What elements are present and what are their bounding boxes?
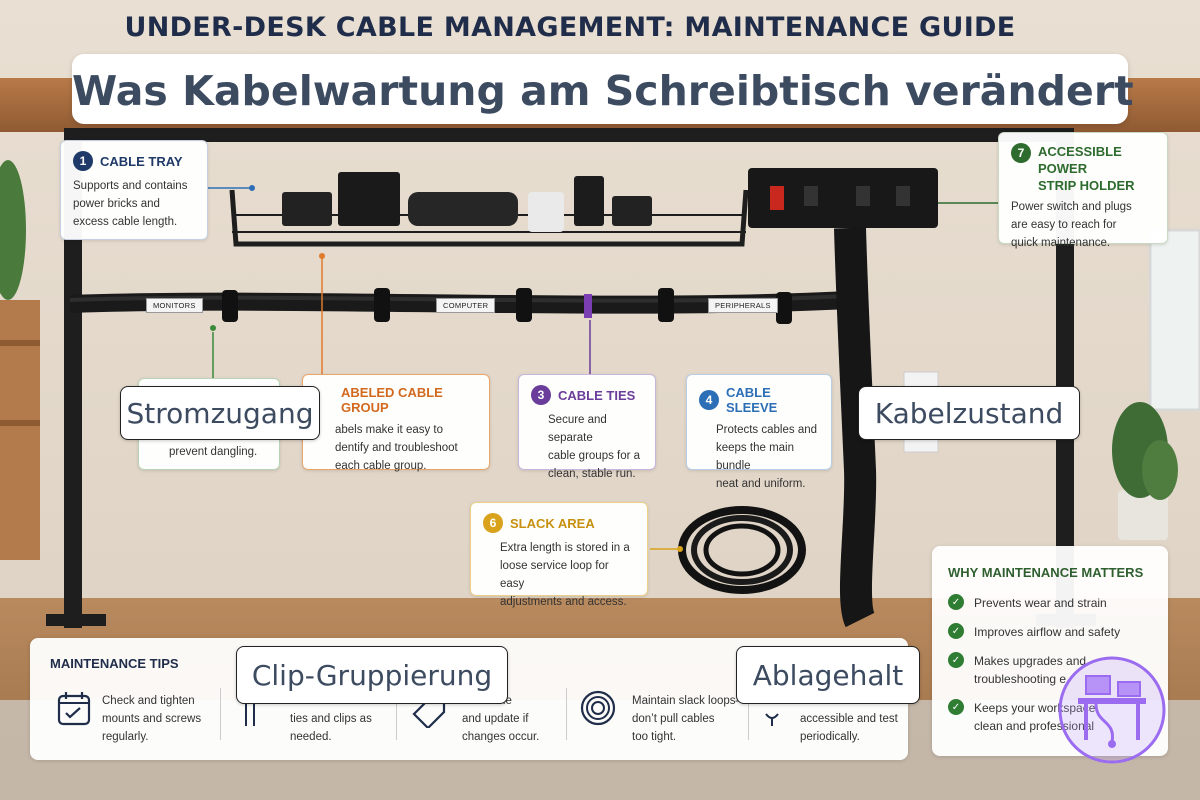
why-line: Prevents wear and strain (974, 596, 1107, 610)
tip-divider (396, 688, 397, 740)
callout-body: abels make it easy to dentify and troubl… (315, 421, 477, 475)
callout-cable-sleeve: 4 CABLE SLEEVE Protects cables and keeps… (686, 374, 832, 490)
callout-cable-ties: 3 CABLE TIES Secure and separate cable g… (518, 374, 656, 480)
callout-line: are easy to reach for (1011, 219, 1117, 231)
callout-line: Power switch and plugs (1011, 201, 1132, 213)
cable-tag-monitors: MONITORS (146, 298, 203, 313)
tip-item: accessible and test periodically. (762, 688, 902, 748)
callout-body: Power switch and plugs are easy to reach… (1011, 198, 1155, 252)
tip-line: and update if (462, 713, 529, 725)
tip-item: Maintain slack loops— don’t pull cables … (578, 688, 768, 748)
overlay-label-stromzugang[interactable]: Stromzugang (120, 386, 320, 440)
callout-number: 3 (531, 385, 551, 405)
tip-divider (748, 688, 749, 740)
callout-body: Secure and separate cable groups for a c… (531, 411, 643, 483)
coiled-cable-icon (580, 690, 616, 726)
check-icon: ✓ (948, 699, 964, 715)
callout-line: loose service loop for easy (500, 560, 609, 590)
title-banner: Was Kabelwartung am Schreibtisch verände… (72, 54, 1134, 124)
tip-line: don’t pull cables (632, 713, 715, 725)
callout-line: dentify and troubleshoot (335, 442, 458, 454)
banner-title: Was Kabelwartung am Schreibtisch verände… (72, 67, 1134, 115)
why-item: ✓ Improves airflow and safety (948, 623, 1120, 641)
why-maintenance-panel: WHY MAINTENANCE MATTERS ✓ Prevents wear … (932, 546, 1168, 756)
callout-line: prevent dangling. (169, 446, 258, 458)
tip-line: regularly. (102, 731, 149, 743)
cable-tag-peripherals: PERIPHERALS (708, 298, 778, 313)
check-icon: ✓ (948, 652, 964, 668)
tip-line: needed. (290, 731, 332, 743)
main-title: UNDER-DESK CABLE MANAGEMENT: MAINTENANCE… (124, 12, 1016, 43)
callout-body: Supports and contains power bricks and e… (73, 177, 195, 231)
callout-line: Secure and separate (548, 414, 607, 444)
tip-text: Check and tighten mounts and screws regu… (102, 692, 201, 746)
callout-body: Extra length is stored in a loose servic… (483, 539, 635, 611)
overlay-label-ablagehalt[interactable]: Ablagehalt (736, 646, 920, 704)
tip-item: ties and clips as needed. (236, 688, 416, 748)
tip-line: ties and clips as (290, 713, 372, 725)
callout-number: 1 (73, 151, 93, 171)
why-item: ✓ Prevents wear and strain (948, 594, 1107, 612)
why-title: WHY MAINTENANCE MATTERS (948, 565, 1144, 580)
callout-number: 4 (699, 390, 719, 410)
tip-line: mounts and screws (102, 713, 202, 725)
why-line: troubleshooting e (974, 672, 1067, 686)
callout-line: Supports and contains (73, 180, 188, 192)
tip-divider (220, 688, 221, 740)
callout-number: 7 (1011, 143, 1031, 163)
check-icon: ✓ (948, 594, 964, 610)
callout-title: STRIP HOLDER (1038, 178, 1135, 193)
callout-number: 6 (483, 513, 503, 533)
plug-icon (765, 713, 779, 726)
why-item: ✓ Makes upgrades and troubleshooting e (948, 652, 1086, 688)
tips-title: MAINTENANCE TIPS (50, 656, 179, 671)
callout-line: abels make it easy to (335, 424, 444, 436)
callout-title: ACCESSIBLE POWER (1038, 144, 1122, 176)
overlay-label-kabelzustand[interactable]: Kabelzustand (858, 386, 1080, 440)
tip-line: accessible and test (800, 713, 898, 725)
calendar-check-icon (57, 692, 91, 726)
tip-line: periodically. (800, 731, 860, 743)
why-line: Makes upgrades and (974, 654, 1087, 668)
tip-text: Maintain slack loops— don’t pull cables … (632, 692, 747, 746)
callout-line: Extra length is stored in a (500, 542, 630, 554)
callout-title: CABLE TRAY (100, 153, 183, 169)
callout-body: prevent dangling. (169, 443, 257, 461)
callout-cable-tray: 1 CABLE TRAY Supports and contains power… (60, 140, 208, 240)
callout-title: SLACK AREA (510, 515, 595, 531)
tip-line: changes occur. (462, 731, 540, 743)
why-line: Keeps your workspace (974, 701, 1096, 715)
tip-line: too tight. (632, 731, 677, 743)
callout-line: keeps the main bundle (716, 442, 794, 472)
callout-line: neat and uniform. (716, 478, 806, 490)
callout-line: each cable group. (335, 460, 427, 472)
tip-text: ties and clips as needed. (290, 710, 372, 746)
desk-logo-icon (1058, 656, 1166, 764)
callout-title: ABELED CABLE GROUP (341, 385, 443, 415)
check-icon: ✓ (948, 623, 964, 639)
overlay-label-clip-gruppierung[interactable]: Clip-Gruppierung (236, 646, 508, 704)
tip-line: Maintain slack loops— (632, 695, 748, 707)
tip-line: Check and tighten (102, 695, 195, 707)
callout-line: cable groups for a (548, 450, 641, 462)
callout-slack-area: 6 SLACK AREA Extra length is stored in a… (470, 502, 648, 608)
tip-divider (566, 688, 567, 740)
callout-line: excess cable length. (73, 216, 178, 228)
tip-item: Check and tighten mounts and screws regu… (54, 688, 234, 748)
callout-line: quick maintenance. (1011, 237, 1111, 249)
cable-tag-computer: COMPUTER (436, 298, 496, 313)
callout-power-strip: 7 ACCESSIBLE POWER STRIP HOLDER Power sw… (998, 132, 1168, 249)
callout-title: CABLE SLEEVE (726, 385, 778, 415)
callout-line: power bricks and (73, 198, 160, 210)
tip-text: accessible and test periodically. (800, 710, 898, 746)
callout-line: adjustments and access. (500, 596, 627, 608)
callout-labeled-group: ABELED CABLE GROUP abels make it easy to… (302, 374, 490, 472)
callout-line: Protects cables and (716, 424, 818, 436)
why-line: Improves airflow and safety (974, 625, 1121, 639)
callout-line: clean, stable run. (548, 468, 636, 480)
callout-title: CABLE TIES (558, 387, 636, 403)
callout-body: Protects cables and keeps the main bundl… (699, 421, 819, 493)
